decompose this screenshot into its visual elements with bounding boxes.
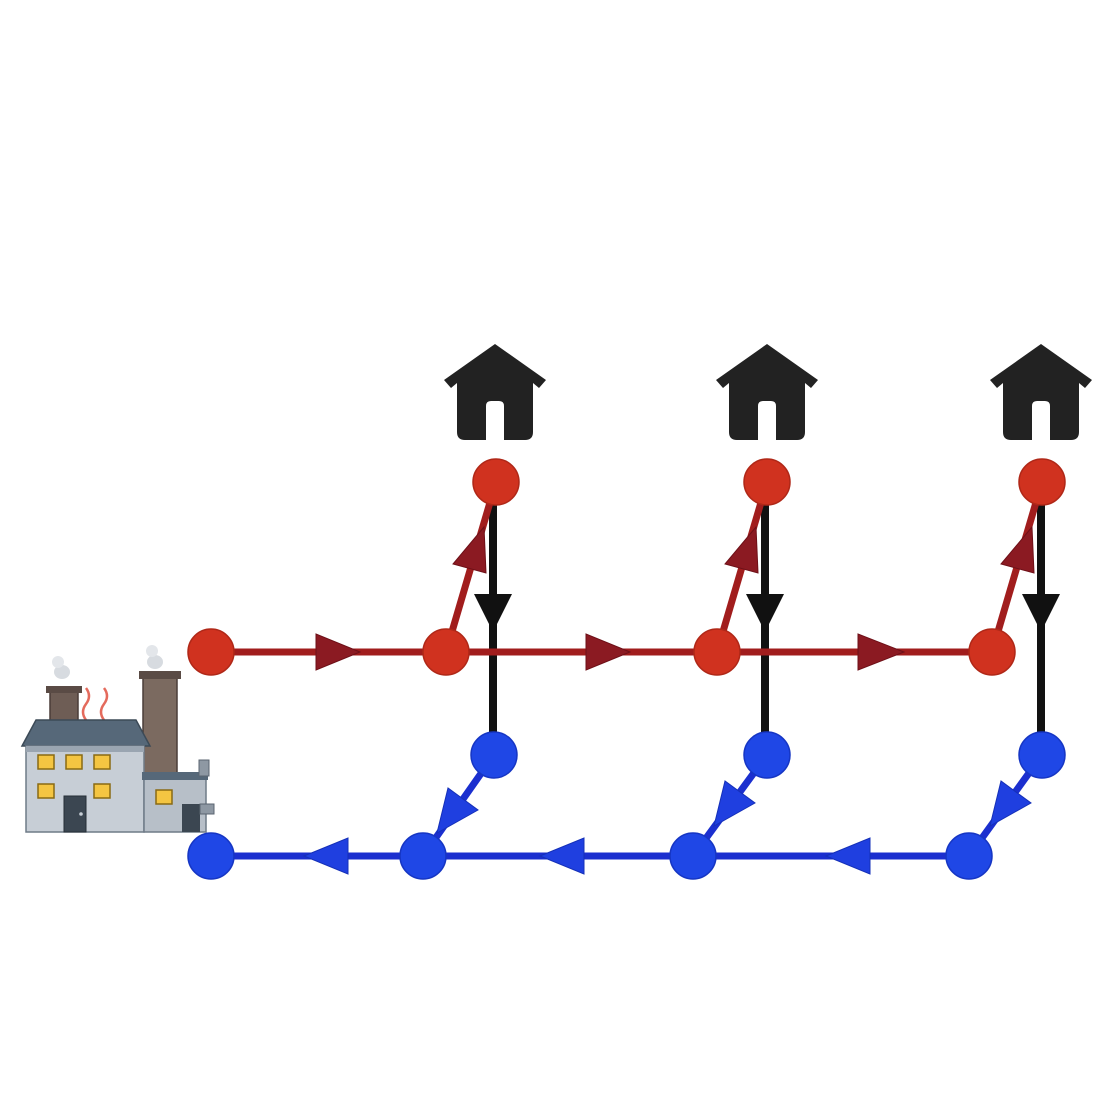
supply-node-junction-1: [422, 628, 470, 676]
supply-arrow-main-3: [857, 633, 906, 671]
supply-arrow-main-2: [585, 633, 632, 671]
supply-pipes: [211, 481, 1046, 656]
connector-arrow-1: [474, 594, 512, 632]
return-node-consumer-3: [1018, 731, 1066, 779]
supply-nodes: [187, 458, 1066, 676]
supply-arrow-branch-2: [724, 525, 759, 574]
return-arrow-branch-3: [989, 780, 1032, 827]
connector-arrow-2: [746, 594, 784, 632]
return-node-consumer-2: [743, 731, 791, 779]
supply-arrow-branch-1: [452, 525, 487, 574]
supply-node-junction-2: [693, 628, 741, 676]
house-icon: [990, 344, 1092, 440]
supply-node-junction-3: [968, 628, 1016, 676]
return-node-source: [187, 832, 235, 880]
supply-node-consumer-3: [1018, 458, 1066, 506]
return-node-junction-2: [669, 832, 717, 880]
return-arrow-main-2: [538, 837, 585, 875]
return-arrow-branch-1: [436, 787, 479, 834]
supply-arrows: [315, 525, 1035, 671]
return-nodes: [187, 731, 1066, 880]
supply-node-consumer-1: [472, 458, 520, 506]
factory-icon: [20, 645, 215, 833]
return-node-junction-3: [945, 832, 993, 880]
return-node-consumer-1: [470, 731, 518, 779]
return-pipes: [211, 752, 1045, 860]
supply-node-consumer-2: [743, 458, 791, 506]
return-arrow-main-3: [824, 837, 871, 875]
supply-arrow-branch-3: [1000, 525, 1035, 574]
supply-arrow-main-1: [315, 633, 362, 671]
return-node-junction-1: [399, 832, 447, 880]
return-arrow-main-1: [302, 837, 349, 875]
house-icon: [444, 344, 546, 440]
return-arrow-branch-2: [713, 780, 756, 827]
house-icon: [716, 344, 818, 440]
connector-arrow-3: [1022, 594, 1060, 632]
supply-node-source: [187, 628, 235, 676]
return-arrows: [302, 780, 1032, 875]
connector-arrows: [474, 594, 1060, 632]
